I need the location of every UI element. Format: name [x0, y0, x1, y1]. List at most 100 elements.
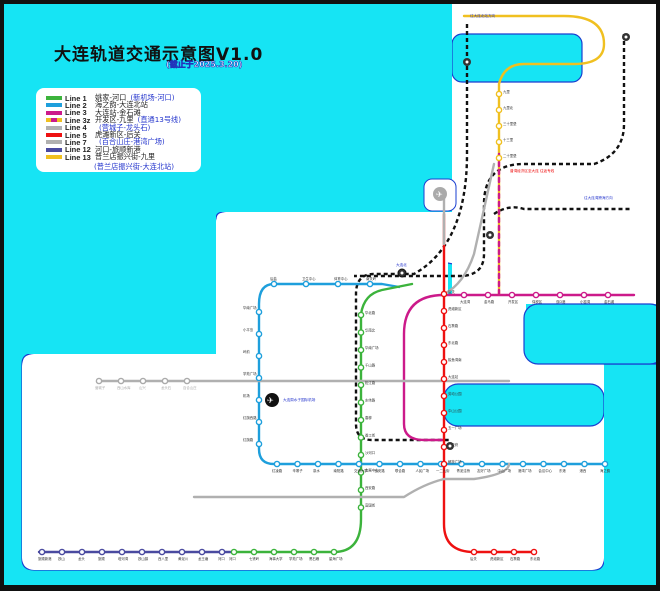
station-label: 后关 — [470, 556, 477, 561]
station-marker[interactable] — [357, 329, 365, 336]
station-marker[interactable] — [302, 280, 310, 288]
station-marker[interactable] — [183, 377, 191, 385]
station-marker[interactable] — [310, 548, 318, 556]
station-marker[interactable] — [255, 374, 263, 382]
station-marker[interactable] — [334, 280, 342, 288]
station-marker[interactable] — [581, 460, 588, 468]
station-marker[interactable] — [118, 548, 126, 556]
station-marker[interactable] — [532, 291, 540, 299]
station-marker[interactable] — [139, 377, 147, 385]
station-marker[interactable] — [38, 548, 46, 556]
station-marker[interactable] — [560, 460, 568, 468]
station-marker[interactable] — [580, 291, 588, 299]
station-marker[interactable] — [357, 504, 365, 511]
station-marker[interactable] — [330, 548, 338, 556]
station-marker[interactable] — [255, 440, 263, 448]
station-marker[interactable] — [530, 548, 538, 556]
station-marker[interactable] — [357, 434, 365, 441]
station-marker[interactable] — [357, 416, 365, 424]
station-marker[interactable] — [519, 460, 527, 468]
station-label: 富国街 — [365, 503, 376, 508]
station-marker[interactable] — [78, 548, 86, 556]
station-marker[interactable] — [357, 451, 365, 459]
station-marker[interactable] — [495, 90, 503, 98]
station-marker[interactable] — [440, 460, 448, 468]
station-marker[interactable] — [355, 460, 363, 468]
station-marker[interactable] — [604, 291, 612, 299]
station-marker[interactable] — [495, 138, 503, 146]
station-marker[interactable] — [290, 548, 298, 556]
station-marker[interactable] — [255, 396, 263, 404]
station-marker[interactable] — [470, 548, 478, 556]
railway-station-jinzhou[interactable] — [486, 231, 494, 239]
station-marker[interactable] — [255, 418, 263, 426]
airport-icon-new[interactable]: ✈ — [433, 187, 447, 201]
station-marker[interactable] — [458, 460, 465, 468]
station-marker[interactable] — [250, 548, 258, 556]
station-marker[interactable] — [158, 548, 166, 556]
station-marker[interactable] — [255, 352, 263, 360]
station-marker[interactable] — [499, 460, 506, 468]
station-marker[interactable] — [357, 469, 365, 476]
station-marker[interactable] — [460, 291, 468, 299]
station-marker[interactable] — [495, 154, 503, 162]
station-marker[interactable] — [440, 307, 448, 315]
station-marker[interactable] — [230, 548, 238, 556]
station-marker[interactable] — [440, 409, 448, 417]
station-marker[interactable] — [357, 381, 365, 389]
station-marker[interactable] — [478, 460, 486, 468]
airport-icon-old[interactable]: ✈ — [265, 393, 279, 407]
station-marker[interactable] — [440, 324, 448, 332]
station-marker[interactable] — [495, 122, 503, 130]
station-marker[interactable] — [138, 548, 146, 556]
station-label: 华南广场 — [365, 345, 379, 350]
station-marker[interactable] — [58, 548, 66, 556]
station-marker[interactable] — [357, 399, 365, 406]
station-marker[interactable] — [601, 460, 609, 468]
station-marker[interactable] — [556, 291, 564, 299]
station-marker[interactable] — [98, 548, 106, 556]
station-marker[interactable] — [440, 443, 448, 451]
station-marker[interactable] — [440, 426, 448, 434]
station-marker[interactable] — [335, 460, 342, 468]
station-marker[interactable] — [270, 280, 278, 288]
station-marker[interactable] — [273, 460, 281, 468]
station-marker[interactable] — [178, 548, 186, 556]
station-marker[interactable] — [314, 460, 322, 468]
station-marker[interactable] — [95, 377, 103, 385]
station-marker[interactable] — [508, 291, 516, 299]
station-marker[interactable] — [357, 346, 365, 354]
station-marker[interactable] — [417, 460, 424, 468]
railway-station-north[interactable] — [463, 58, 471, 66]
railway-station-dalian-north[interactable] — [397, 268, 407, 278]
station-marker[interactable] — [440, 290, 448, 298]
station-marker[interactable] — [376, 460, 383, 468]
station-label: 后盐 — [270, 276, 277, 281]
station-marker[interactable] — [255, 330, 263, 338]
station-marker[interactable] — [270, 548, 278, 556]
station-label: 东北路 — [530, 556, 541, 561]
station-marker[interactable] — [218, 548, 226, 556]
station-marker[interactable] — [440, 358, 448, 366]
station-marker[interactable] — [294, 460, 301, 468]
station-marker[interactable] — [357, 311, 365, 319]
station-marker[interactable] — [540, 460, 547, 468]
station-marker[interactable] — [357, 364, 365, 371]
station-marker[interactable] — [495, 106, 503, 114]
station-marker[interactable] — [440, 392, 448, 400]
station-marker[interactable] — [484, 291, 492, 299]
station-marker[interactable] — [396, 460, 404, 468]
station-marker[interactable] — [357, 486, 365, 494]
station-marker[interactable] — [440, 341, 448, 349]
station-label: 华南广场 — [243, 305, 257, 310]
station-marker[interactable] — [510, 548, 518, 556]
railway-station-dalian[interactable] — [446, 442, 454, 450]
station-marker[interactable] — [255, 308, 263, 316]
station-marker[interactable] — [117, 377, 125, 385]
railway-station-ne[interactable] — [622, 33, 630, 41]
station-marker[interactable] — [198, 548, 206, 556]
station-marker[interactable] — [161, 377, 169, 385]
station-marker[interactable] — [366, 280, 374, 288]
station-marker[interactable] — [490, 548, 498, 556]
station-marker[interactable] — [440, 375, 448, 383]
